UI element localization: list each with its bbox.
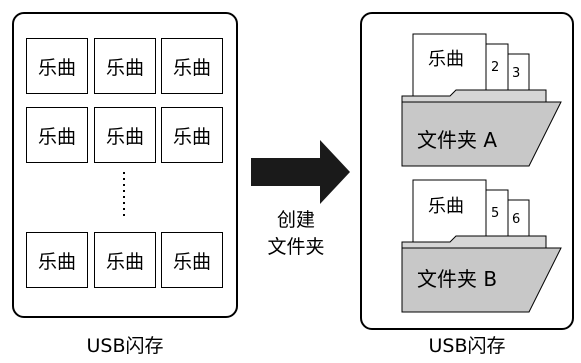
song-tile: 乐曲: [94, 107, 156, 163]
song-tile: 乐曲: [26, 232, 88, 288]
usb-flash-drive-left-label: USB闪存: [86, 335, 164, 357]
song-tile: 乐曲: [94, 38, 156, 94]
folder-b-graphic: [401, 179, 562, 313]
folder-a-icon: [401, 101, 562, 167]
action-line-1: 创建: [276, 209, 315, 231]
right-arrow-icon: [251, 140, 350, 204]
folder-a-song-label: 乐曲: [428, 49, 464, 70]
folder-a-name: 文件夹 A: [417, 128, 498, 152]
song-tile: 乐曲: [26, 38, 88, 94]
folder-b-name: 文件夹 B: [417, 267, 498, 291]
create-folder-label: 创建 文件夹: [243, 207, 349, 261]
folder-a-page-2: 2: [491, 60, 500, 75]
folder-a-graphic: [401, 33, 562, 167]
song-tile: 乐曲: [161, 107, 223, 163]
action-line-2: 文件夹: [267, 236, 325, 258]
song-tile: 乐曲: [26, 107, 88, 163]
folder-b-page-5: 5: [491, 206, 500, 221]
song-tile: 乐曲: [161, 232, 223, 288]
usb-flash-drive-right-label: USB闪存: [428, 335, 506, 357]
folder-a-page-3: 3: [512, 66, 521, 81]
folder-b-page-6: 6: [512, 212, 521, 227]
song-tile: 乐曲: [161, 38, 223, 94]
folder-b-icon: [401, 247, 562, 313]
folder-b-song-label: 乐曲: [428, 196, 464, 217]
song-tile: 乐曲: [94, 232, 156, 288]
